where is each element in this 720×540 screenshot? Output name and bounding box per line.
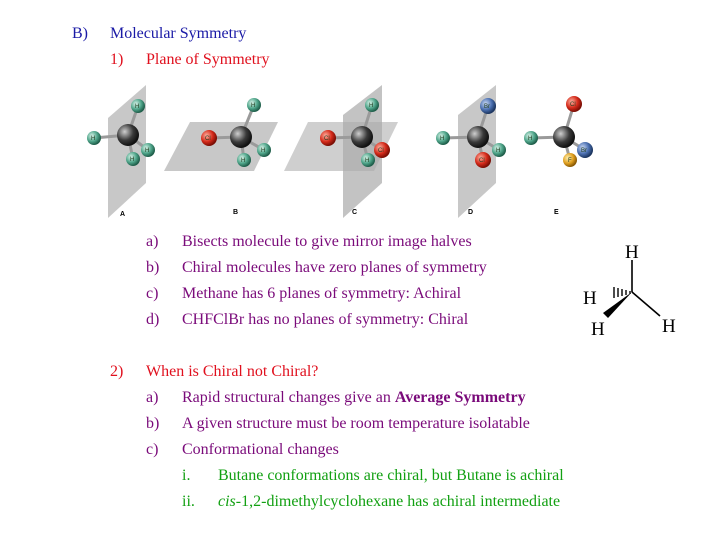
atom-label: H bbox=[251, 103, 255, 109]
mirror-plane bbox=[343, 85, 382, 218]
wedge-bond bbox=[603, 292, 632, 318]
hydrogen-atom bbox=[141, 143, 155, 157]
fluorine-atom bbox=[563, 153, 577, 167]
symmetry-figure: H H H H A H Cl H H B H bbox=[87, 85, 593, 218]
sublist-text: Butane conformations are chiral, but But… bbox=[218, 467, 564, 484]
atom-label: H bbox=[528, 136, 532, 142]
list-item-text: A given structure must be room temperatu… bbox=[182, 415, 530, 432]
list-item-marker: c) bbox=[146, 441, 159, 458]
hydrogen-atom bbox=[237, 153, 251, 167]
list-item-marker: c) bbox=[146, 285, 159, 302]
atom-label: Br bbox=[484, 104, 490, 110]
atom-label: H bbox=[241, 158, 245, 164]
hydrogen-atom bbox=[492, 143, 506, 157]
atom-label: H bbox=[365, 158, 369, 164]
section2-marker: 2) bbox=[110, 363, 124, 380]
atom-label: H bbox=[261, 148, 265, 154]
carbon-atom bbox=[351, 126, 373, 148]
cis-prefix: cis bbox=[218, 493, 236, 510]
dash-bond bbox=[613, 287, 631, 298]
panel-e: Cl H Br F E bbox=[524, 96, 593, 216]
list-item-marker: a) bbox=[146, 389, 159, 406]
atom-h-left: H bbox=[583, 288, 597, 309]
chlorine-atom bbox=[201, 130, 217, 146]
sublist-rest: -1,2-dimethylcyclohexane has achiral int… bbox=[235, 493, 561, 510]
list-item-text: Rapid structural changes give an Average… bbox=[182, 388, 526, 408]
atom-h-bottom: H bbox=[591, 319, 605, 340]
atom-label: Cl bbox=[479, 158, 485, 164]
atom-label: Cl bbox=[570, 102, 576, 108]
list-item-text: Conformational changes bbox=[182, 441, 339, 458]
atom-label: H bbox=[91, 136, 95, 142]
atom-label: H bbox=[130, 157, 134, 163]
list-item-text: CHFClBr has no planes of symmetry: Chira… bbox=[182, 311, 469, 328]
list-item-marker: a) bbox=[146, 233, 159, 250]
mirror-plane bbox=[108, 85, 146, 218]
hydrogen-atom bbox=[365, 98, 379, 112]
list-item-prefix: Rapid structural changes give an bbox=[182, 389, 395, 406]
hydrogen-atom bbox=[247, 98, 261, 112]
heading-text: Molecular Symmetry bbox=[110, 25, 247, 42]
hydrogen-atom bbox=[361, 153, 375, 167]
atom-label: Br bbox=[581, 148, 587, 154]
panel-a: H H H H A bbox=[87, 85, 155, 218]
list-item-text: Chiral molecules have zero planes of sym… bbox=[182, 259, 487, 276]
sublist-marker: ii. bbox=[182, 493, 195, 510]
atom-h-right: H bbox=[662, 316, 676, 337]
panel-label: C bbox=[352, 209, 357, 216]
chlorine-atom bbox=[475, 152, 491, 168]
panel-d: Br H Cl H D bbox=[436, 85, 506, 218]
sublist-text: cis-1,2-dimethylcyclohexane has achiral … bbox=[218, 492, 560, 512]
hydrogen-atom bbox=[131, 99, 145, 113]
heading: B) bbox=[72, 24, 88, 44]
hydrogen-atom bbox=[524, 131, 538, 145]
carbon-atom bbox=[467, 126, 489, 148]
atom-label: H bbox=[496, 148, 500, 154]
bromine-atom bbox=[480, 98, 496, 114]
list-item-text: Bisects molecule to give mirror image ha… bbox=[182, 233, 472, 250]
list-item-text: Methane has 6 planes of symmetry: Achira… bbox=[182, 285, 462, 302]
chlorine-atom bbox=[374, 142, 390, 158]
section2-title: When is Chiral not Chiral? bbox=[146, 363, 319, 380]
chlorine-atom bbox=[320, 130, 336, 146]
carbon-atom bbox=[230, 126, 252, 148]
carbon-atom bbox=[553, 126, 575, 148]
atom-label: Cl bbox=[324, 136, 330, 142]
list-item-marker: d) bbox=[146, 311, 160, 328]
list-item-marker: b) bbox=[146, 415, 160, 432]
mirror-plane bbox=[458, 85, 496, 218]
panel-b: H Cl H H B bbox=[164, 98, 278, 216]
methane-structure: H H H H bbox=[583, 242, 676, 340]
atom-label: H bbox=[369, 103, 373, 109]
atom-label: H bbox=[135, 104, 139, 110]
atom-label: H bbox=[145, 148, 149, 154]
panel-c: H Cl Cl H C bbox=[284, 85, 398, 218]
chlorine-atom bbox=[566, 96, 582, 112]
atom-label: F bbox=[568, 158, 572, 164]
hydrogen-atom bbox=[126, 152, 140, 166]
atom-h-top: H bbox=[625, 242, 639, 263]
atom-label: H bbox=[440, 136, 444, 142]
panel-label: E bbox=[554, 209, 559, 216]
hydrogen-atom bbox=[257, 143, 271, 157]
section1-title: Plane of Symmetry bbox=[146, 51, 270, 68]
heading-marker: B) bbox=[72, 25, 88, 42]
panel-label: A bbox=[120, 211, 125, 218]
hydrogen-atom bbox=[436, 131, 450, 145]
atom-label: Cl bbox=[378, 148, 384, 154]
section1-marker: 1) bbox=[110, 51, 124, 68]
atom-label: Cl bbox=[205, 136, 211, 142]
panel-label: B bbox=[233, 209, 238, 216]
sublist-marker: i. bbox=[182, 467, 191, 484]
bond-right bbox=[631, 291, 661, 317]
average-symmetry-term: Average Symmetry bbox=[394, 389, 526, 406]
hydrogen-atom bbox=[87, 131, 101, 145]
bromine-atom bbox=[577, 142, 593, 158]
carbon-atom bbox=[117, 124, 139, 146]
panel-label: D bbox=[468, 209, 473, 216]
list-item-marker: b) bbox=[146, 259, 160, 276]
